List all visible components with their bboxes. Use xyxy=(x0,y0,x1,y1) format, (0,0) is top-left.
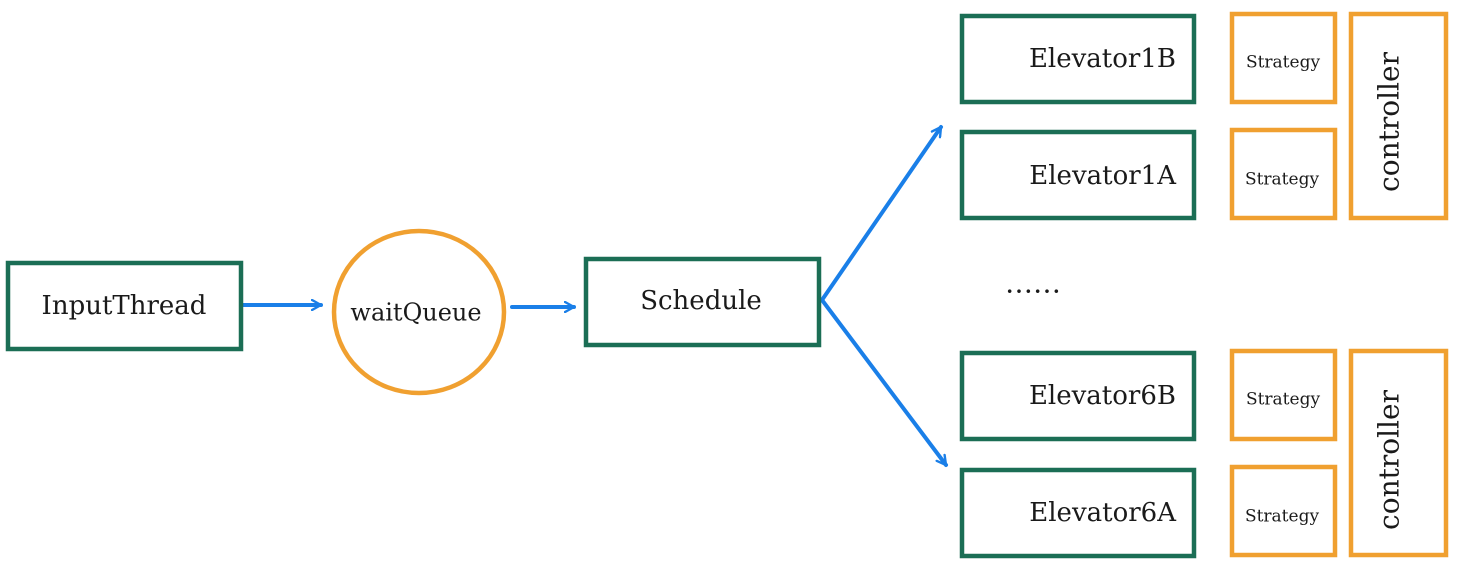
controller-bottom-box xyxy=(1348,348,1449,558)
more-elevators-ellipsis: …… xyxy=(1005,267,1061,300)
controller-bottom-node: controller xyxy=(1348,348,1449,558)
elevator-6a-label: Elevator6A xyxy=(1029,498,1177,528)
elevator-6b-node: Elevator6B xyxy=(959,350,1197,442)
controller-top-node: controller xyxy=(1348,11,1449,221)
elevator-6a-node: Elevator6A xyxy=(959,467,1197,559)
strategy-1b-box xyxy=(1229,11,1338,105)
strategy-1a-label: Strategy xyxy=(1245,170,1320,190)
elevator-6b-label: Elevator6B xyxy=(1029,381,1176,411)
strategy-1b-label: Strategy xyxy=(1246,53,1321,73)
schedule-box xyxy=(583,256,822,348)
strategy-1a-node: Strategy xyxy=(1229,127,1338,221)
elevator-1a-box xyxy=(959,129,1197,221)
elevator-1b-box xyxy=(959,13,1197,105)
elevator-1b-label: Elevator1B xyxy=(1029,44,1176,74)
connectors xyxy=(241,125,948,467)
controller-top-label: controller xyxy=(1373,51,1406,192)
strategy-1a-box xyxy=(1229,127,1338,221)
schedule-node: Schedule xyxy=(583,256,822,348)
elevator-6b-box xyxy=(959,350,1197,442)
wait-queue-label: waitQueue xyxy=(350,299,481,327)
controller-bottom-label: controller xyxy=(1373,389,1406,530)
input-thread-label: InputThread xyxy=(42,291,207,321)
strategy-6b-box xyxy=(1229,348,1338,442)
strategy-1b-node: Strategy xyxy=(1229,11,1338,105)
schedule-label: Schedule xyxy=(640,286,762,316)
elevator-1a-label: Elevator1A xyxy=(1029,161,1177,191)
controller-top-box xyxy=(1348,11,1449,221)
elevator-1b-node: Elevator1B xyxy=(959,13,1197,105)
elevator-1a-node: Elevator1A xyxy=(959,129,1197,221)
strategy-6a-box xyxy=(1229,464,1338,558)
arrow-schedule-to-elevator1 xyxy=(820,125,943,302)
wait-queue-node: waitQueue xyxy=(331,228,507,396)
arrow-schedule-to-elevator6 xyxy=(820,298,948,467)
strategy-6a-label: Strategy xyxy=(1245,507,1320,527)
strategy-6b-node: Strategy xyxy=(1229,348,1338,442)
input-thread-box xyxy=(5,260,244,352)
strategy-6b-label: Strategy xyxy=(1246,390,1321,410)
input-thread-node: InputThread xyxy=(5,260,244,352)
strategy-6a-node: Strategy xyxy=(1229,464,1338,558)
elevator-6a-box xyxy=(959,467,1197,559)
wait-queue-circle xyxy=(331,228,507,396)
